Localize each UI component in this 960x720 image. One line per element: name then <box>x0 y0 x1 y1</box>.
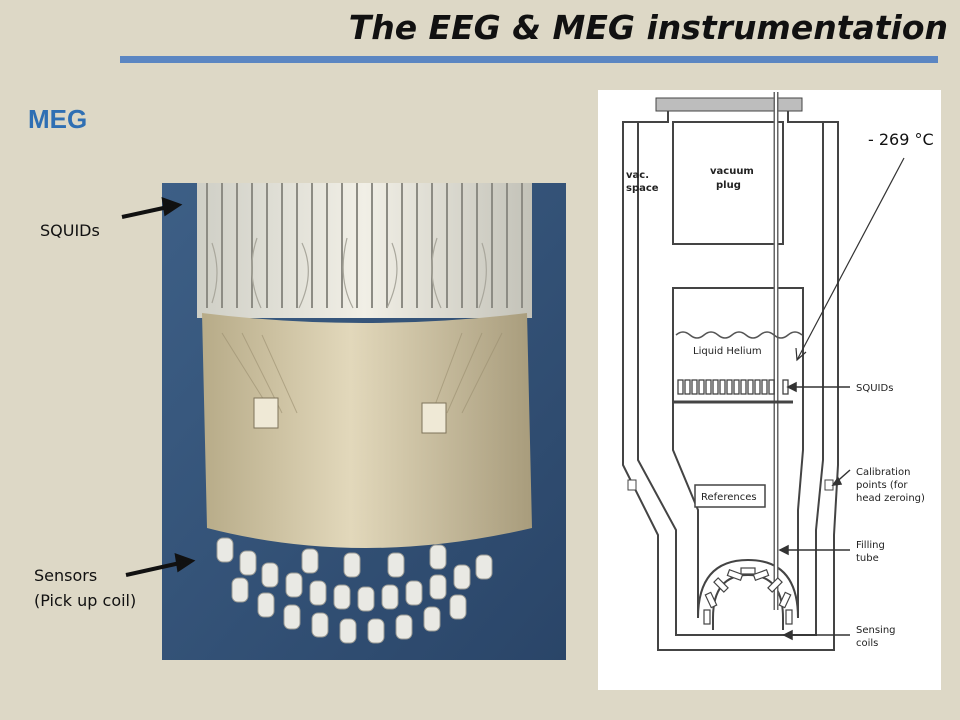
callout-squids: SQUIDs <box>856 383 893 394</box>
callout-sensing-1: Sensing <box>856 625 896 636</box>
slide-title: The EEG & MEG instrumentation <box>348 8 948 47</box>
liquid-helium-label: Liquid Helium <box>693 346 762 357</box>
sensors-label: Sensors (Pick up coil) <box>34 563 136 613</box>
sensors-label-line2: (Pick up coil) <box>34 591 137 610</box>
references-label: References <box>701 492 757 503</box>
callout-filling-1: Filling <box>856 540 885 551</box>
callout-calibration-3: head zeroing) <box>856 493 925 504</box>
vac-space-label-2: space <box>626 183 659 194</box>
section-heading: MEG <box>28 104 88 134</box>
squids-label: SQUIDs <box>40 221 100 240</box>
callout-sensing-2: coils <box>856 638 878 649</box>
title-underline <box>120 56 938 63</box>
dewar-schematic: vac. space vacuum plug Liquid Helium Ref… <box>598 90 941 690</box>
meg-sensor-array-photo <box>162 183 566 660</box>
vacuum-plug-label: vacuum <box>710 166 754 177</box>
sensors-label-line1: Sensors <box>34 566 98 585</box>
vac-space-label: vac. <box>626 170 649 181</box>
callout-calibration-2: points (for <box>856 480 908 491</box>
vacuum-plug-label-2: plug <box>716 180 741 191</box>
callout-calibration-1: Calibration <box>856 467 910 478</box>
temperature-label: - 269 °C <box>868 130 934 149</box>
callout-filling-2: tube <box>856 553 879 564</box>
